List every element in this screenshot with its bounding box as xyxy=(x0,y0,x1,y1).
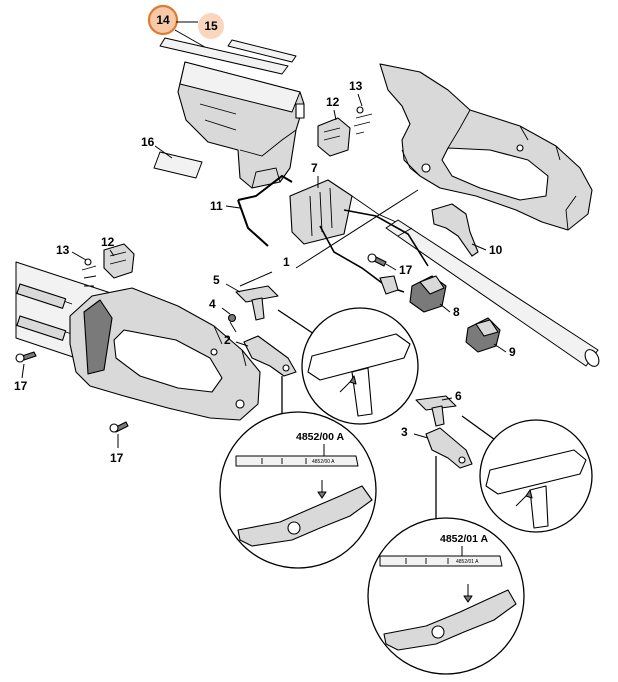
callout-12-left[interactable]: 12 xyxy=(101,235,115,249)
callout-8[interactable]: 8 xyxy=(453,305,460,319)
housing-cover xyxy=(177,61,305,189)
callout-12-top[interactable]: 12 xyxy=(326,95,340,109)
callout-4[interactable]: 4 xyxy=(209,297,216,311)
switch-12-top xyxy=(317,117,351,157)
handle-half-right xyxy=(379,63,593,231)
callout-14-highlight[interactable]: 14 xyxy=(147,4,179,36)
callout-10[interactable]: 10 xyxy=(489,243,503,257)
switch-lever-3 xyxy=(425,427,473,469)
callout-17-middle[interactable]: 17 xyxy=(399,263,413,277)
lock-button-5 xyxy=(235,285,279,321)
detail-circle-button-6 xyxy=(479,419,593,533)
screw-17-bottom xyxy=(109,421,129,433)
callout-17-bottom[interactable]: 17 xyxy=(110,451,124,465)
lock-button-6 xyxy=(415,395,457,427)
callout-1[interactable]: 1 xyxy=(283,255,290,269)
callout-15-highlight[interactable]: 15 xyxy=(198,13,224,39)
detail-circle-4852-01: 4852/01 A 4852/01 A xyxy=(367,517,525,675)
label-plate-16 xyxy=(153,151,203,179)
pin-4 xyxy=(227,313,237,333)
handle-half-left xyxy=(15,261,261,421)
switch-lever-2 xyxy=(243,335,297,377)
callout-14[interactable]: 14 xyxy=(156,13,170,27)
callout-9[interactable]: 9 xyxy=(509,345,516,359)
callout-13-top[interactable]: 13 xyxy=(349,79,363,93)
terminal-block-7 xyxy=(289,179,397,245)
screw-17-left xyxy=(15,351,37,363)
stamp-upper: 4852/00 A xyxy=(312,459,335,465)
callout-7[interactable]: 7 xyxy=(311,161,318,175)
wire-bracket-11 xyxy=(237,174,293,247)
callout-5[interactable]: 5 xyxy=(213,273,220,287)
callout-6[interactable]: 6 xyxy=(455,389,462,403)
switch-12-left xyxy=(103,243,135,279)
callout-15[interactable]: 15 xyxy=(204,19,218,33)
spring-13-top xyxy=(353,106,373,135)
switch-lever-10 xyxy=(431,203,479,257)
callout-16[interactable]: 16 xyxy=(141,135,155,149)
screw-17-middle xyxy=(367,253,387,267)
callout-17-left[interactable]: 17 xyxy=(14,379,28,393)
detail-circle-4852-00: 4852/00 A 4852/00 A xyxy=(219,411,377,569)
switch-module-9 xyxy=(465,317,501,353)
gasket-strip-14 xyxy=(159,37,289,75)
part-code-upper: 4852/00 A xyxy=(296,431,344,443)
callout-11[interactable]: 11 xyxy=(210,199,223,213)
spring-13-left xyxy=(81,258,97,287)
gasket-strip-15 xyxy=(227,39,297,63)
drive-shaft-1 xyxy=(385,219,600,367)
callout-3[interactable]: 3 xyxy=(401,425,408,439)
switch-module-8 xyxy=(379,275,447,313)
callout-13-left[interactable]: 13 xyxy=(56,243,70,257)
callout-2[interactable]: 2 xyxy=(224,333,231,347)
part-code-lower: 4852/01 A xyxy=(440,533,488,545)
stamp-lower: 4852/01 A xyxy=(456,559,479,565)
detail-circle-button-5 xyxy=(301,307,419,425)
